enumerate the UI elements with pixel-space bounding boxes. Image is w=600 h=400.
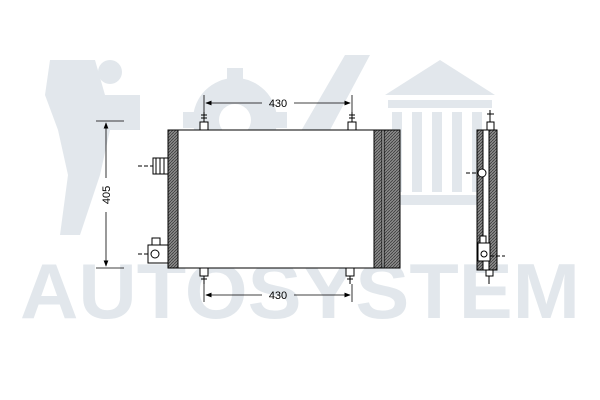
condenser-core [177,129,375,269]
receiver-drier [383,129,401,269]
inlet-fitting [138,157,169,175]
left-header-tank [167,129,179,269]
condenser-side-view [466,110,505,284]
bottom-mount-stud-right [345,267,355,284]
bottom-mount-stud-left [199,267,209,284]
condenser-front-view [138,112,401,284]
dimension-bottom-width: 430 [203,284,353,302]
dimension-top-width: 430 [203,95,353,112]
watermark-figure-icon [45,60,140,235]
right-header-tank [373,129,383,269]
top-mount-stud-left [199,112,209,131]
dimension-height: 405 [96,120,124,269]
dimension-top-width-label: 430 [269,98,287,110]
side-view-upper-fitting [477,168,487,178]
dimension-height-label: 405 [101,186,113,204]
dimension-bottom-width-label: 430 [269,290,287,302]
outlet-fitting [138,237,169,264]
top-mount-stud-right [347,112,357,131]
